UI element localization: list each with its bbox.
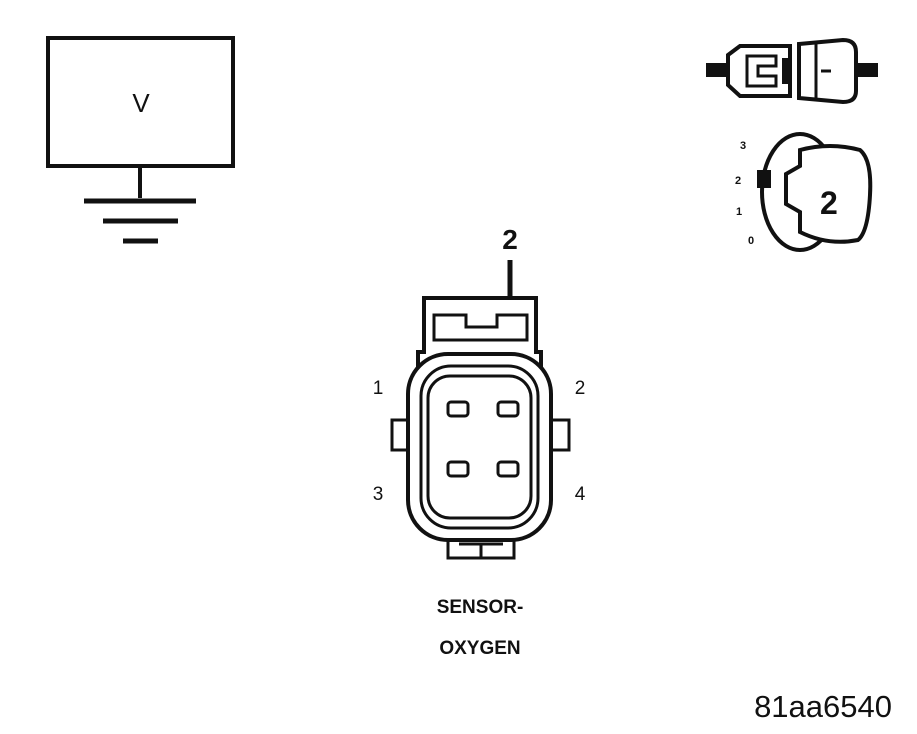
connector-cavity-1 (446, 400, 470, 418)
pin-label-3: 3 (373, 484, 384, 505)
ignition-position-0: 0 (748, 235, 754, 247)
oxygen-sensor-connector: 1 2 3 4 (373, 296, 586, 560)
connector-disconnected-icon (706, 37, 878, 105)
connector-name-line2: OXYGEN (439, 638, 520, 659)
ignition-key-icon: 3 2 1 0 2 (735, 132, 873, 252)
pin-label-1: 1 (373, 378, 384, 399)
ground-icon (84, 198, 196, 244)
figure-id: 81aa6540 (754, 689, 892, 724)
voltmeter-label: V (132, 88, 150, 118)
pin-label-2: 2 (575, 378, 586, 399)
ignition-position-2: 2 (735, 175, 741, 187)
ignition-position-3: 3 (740, 140, 746, 152)
probe-pin-label: 2 (502, 224, 518, 255)
connector-cavity-4 (496, 460, 520, 478)
pin-label-4: 4 (575, 484, 586, 505)
ignition-selected-position: 2 (820, 185, 838, 221)
voltmeter: V (46, 36, 235, 244)
connector-cavity-3 (446, 460, 470, 478)
connector-name-line1: SENSOR- (437, 597, 524, 618)
ignition-position-1: 1 (736, 206, 742, 218)
connector-cavity-2 (496, 400, 520, 418)
